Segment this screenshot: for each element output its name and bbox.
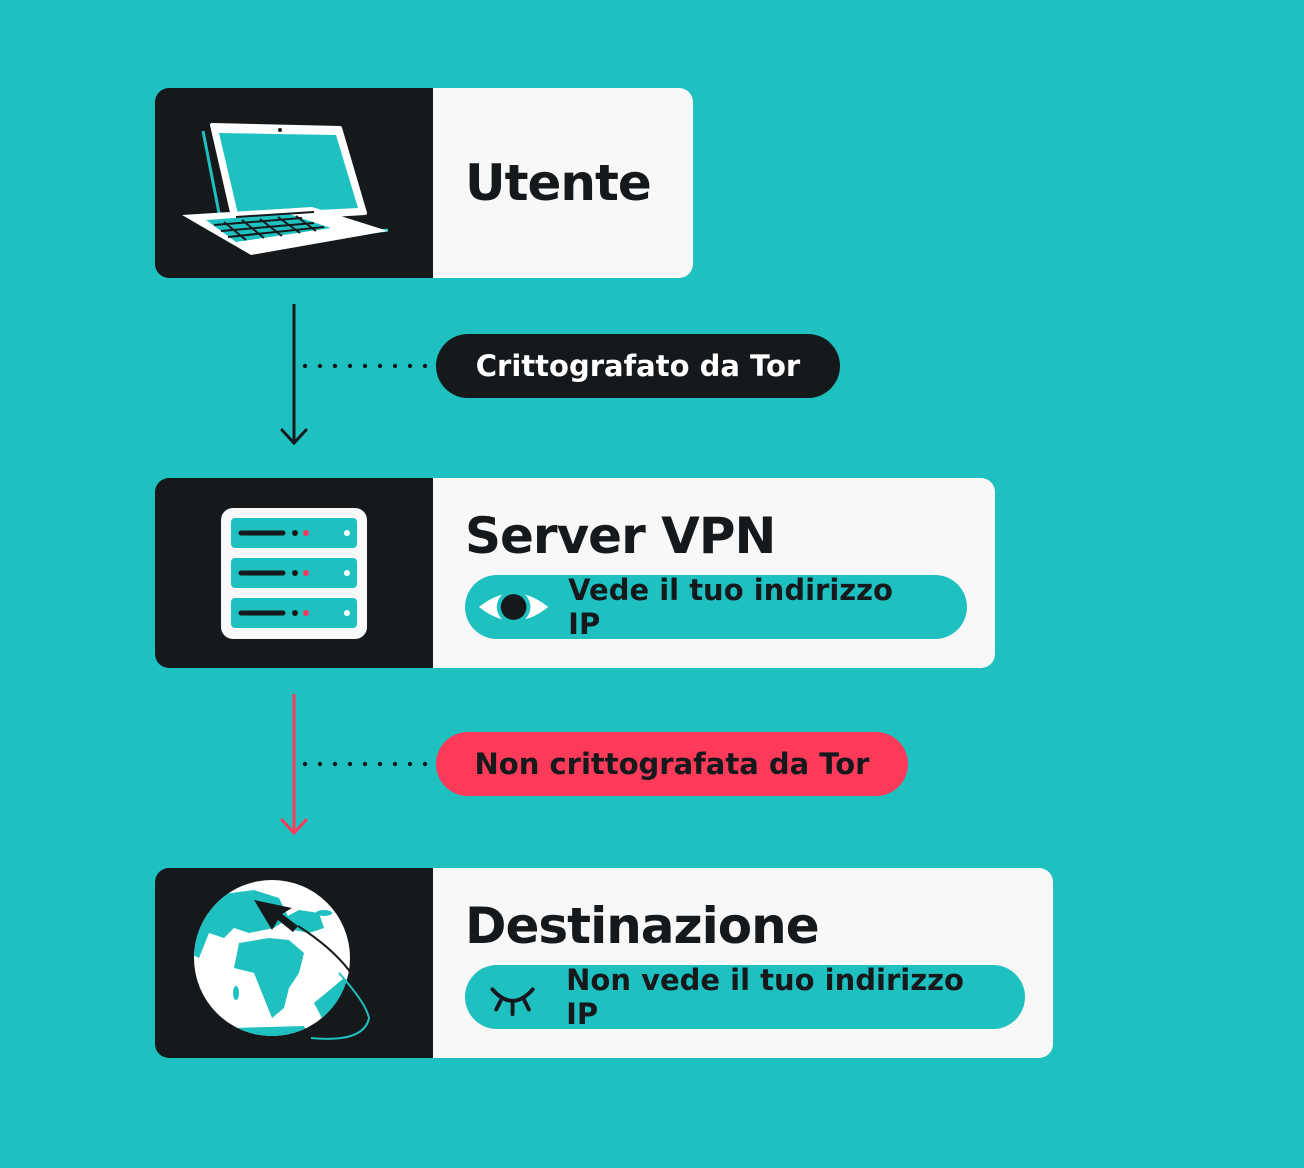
pill-text: Vede il tuo indirizzo IP bbox=[568, 573, 893, 641]
ip-visibility-pill: Vede il tuo indirizzo IP bbox=[465, 573, 967, 641]
connection-unencrypted bbox=[280, 694, 428, 836]
cursor-arrow-icon bbox=[254, 900, 298, 932]
node-title: Utente bbox=[465, 154, 652, 212]
dotted-connector bbox=[302, 363, 428, 369]
node-title: Server VPN bbox=[465, 507, 776, 565]
badge-unencrypted: Non crittografata da Tor bbox=[436, 732, 908, 796]
node-title: Destinazione bbox=[465, 897, 820, 955]
node-user-icon-box bbox=[155, 88, 433, 278]
laptop-icon bbox=[182, 123, 389, 255]
eye-closed-icon bbox=[490, 987, 535, 1017]
node-vpn-panel: Server VPN Vede il tuo indirizzo IP bbox=[433, 478, 995, 668]
connection-encrypted bbox=[280, 304, 428, 446]
node-vpn-server: Server VPN Vede il tuo indirizzo IP bbox=[155, 478, 995, 668]
globe-icon bbox=[194, 880, 371, 1040]
node-destination-icon-box bbox=[155, 868, 433, 1058]
ip-visibility-pill: Non vede il tuo indirizzo IP bbox=[465, 963, 1025, 1031]
pill-text: Non vede il tuo indirizzo IP bbox=[566, 963, 964, 1031]
badge-encrypted: Crittografato da Tor bbox=[436, 334, 840, 398]
node-destination-panel: Destinazione Non vede il tuo indirizzo I… bbox=[433, 868, 1053, 1058]
node-user: Utente bbox=[155, 88, 693, 278]
dotted-connector bbox=[302, 761, 428, 767]
node-vpn-icon-box bbox=[155, 478, 433, 668]
eye-open-icon bbox=[478, 590, 549, 624]
node-destination: Destinazione Non vede il tuo indirizzo I… bbox=[155, 868, 1053, 1058]
server-icon bbox=[221, 507, 367, 639]
node-user-panel: Utente bbox=[433, 88, 693, 278]
